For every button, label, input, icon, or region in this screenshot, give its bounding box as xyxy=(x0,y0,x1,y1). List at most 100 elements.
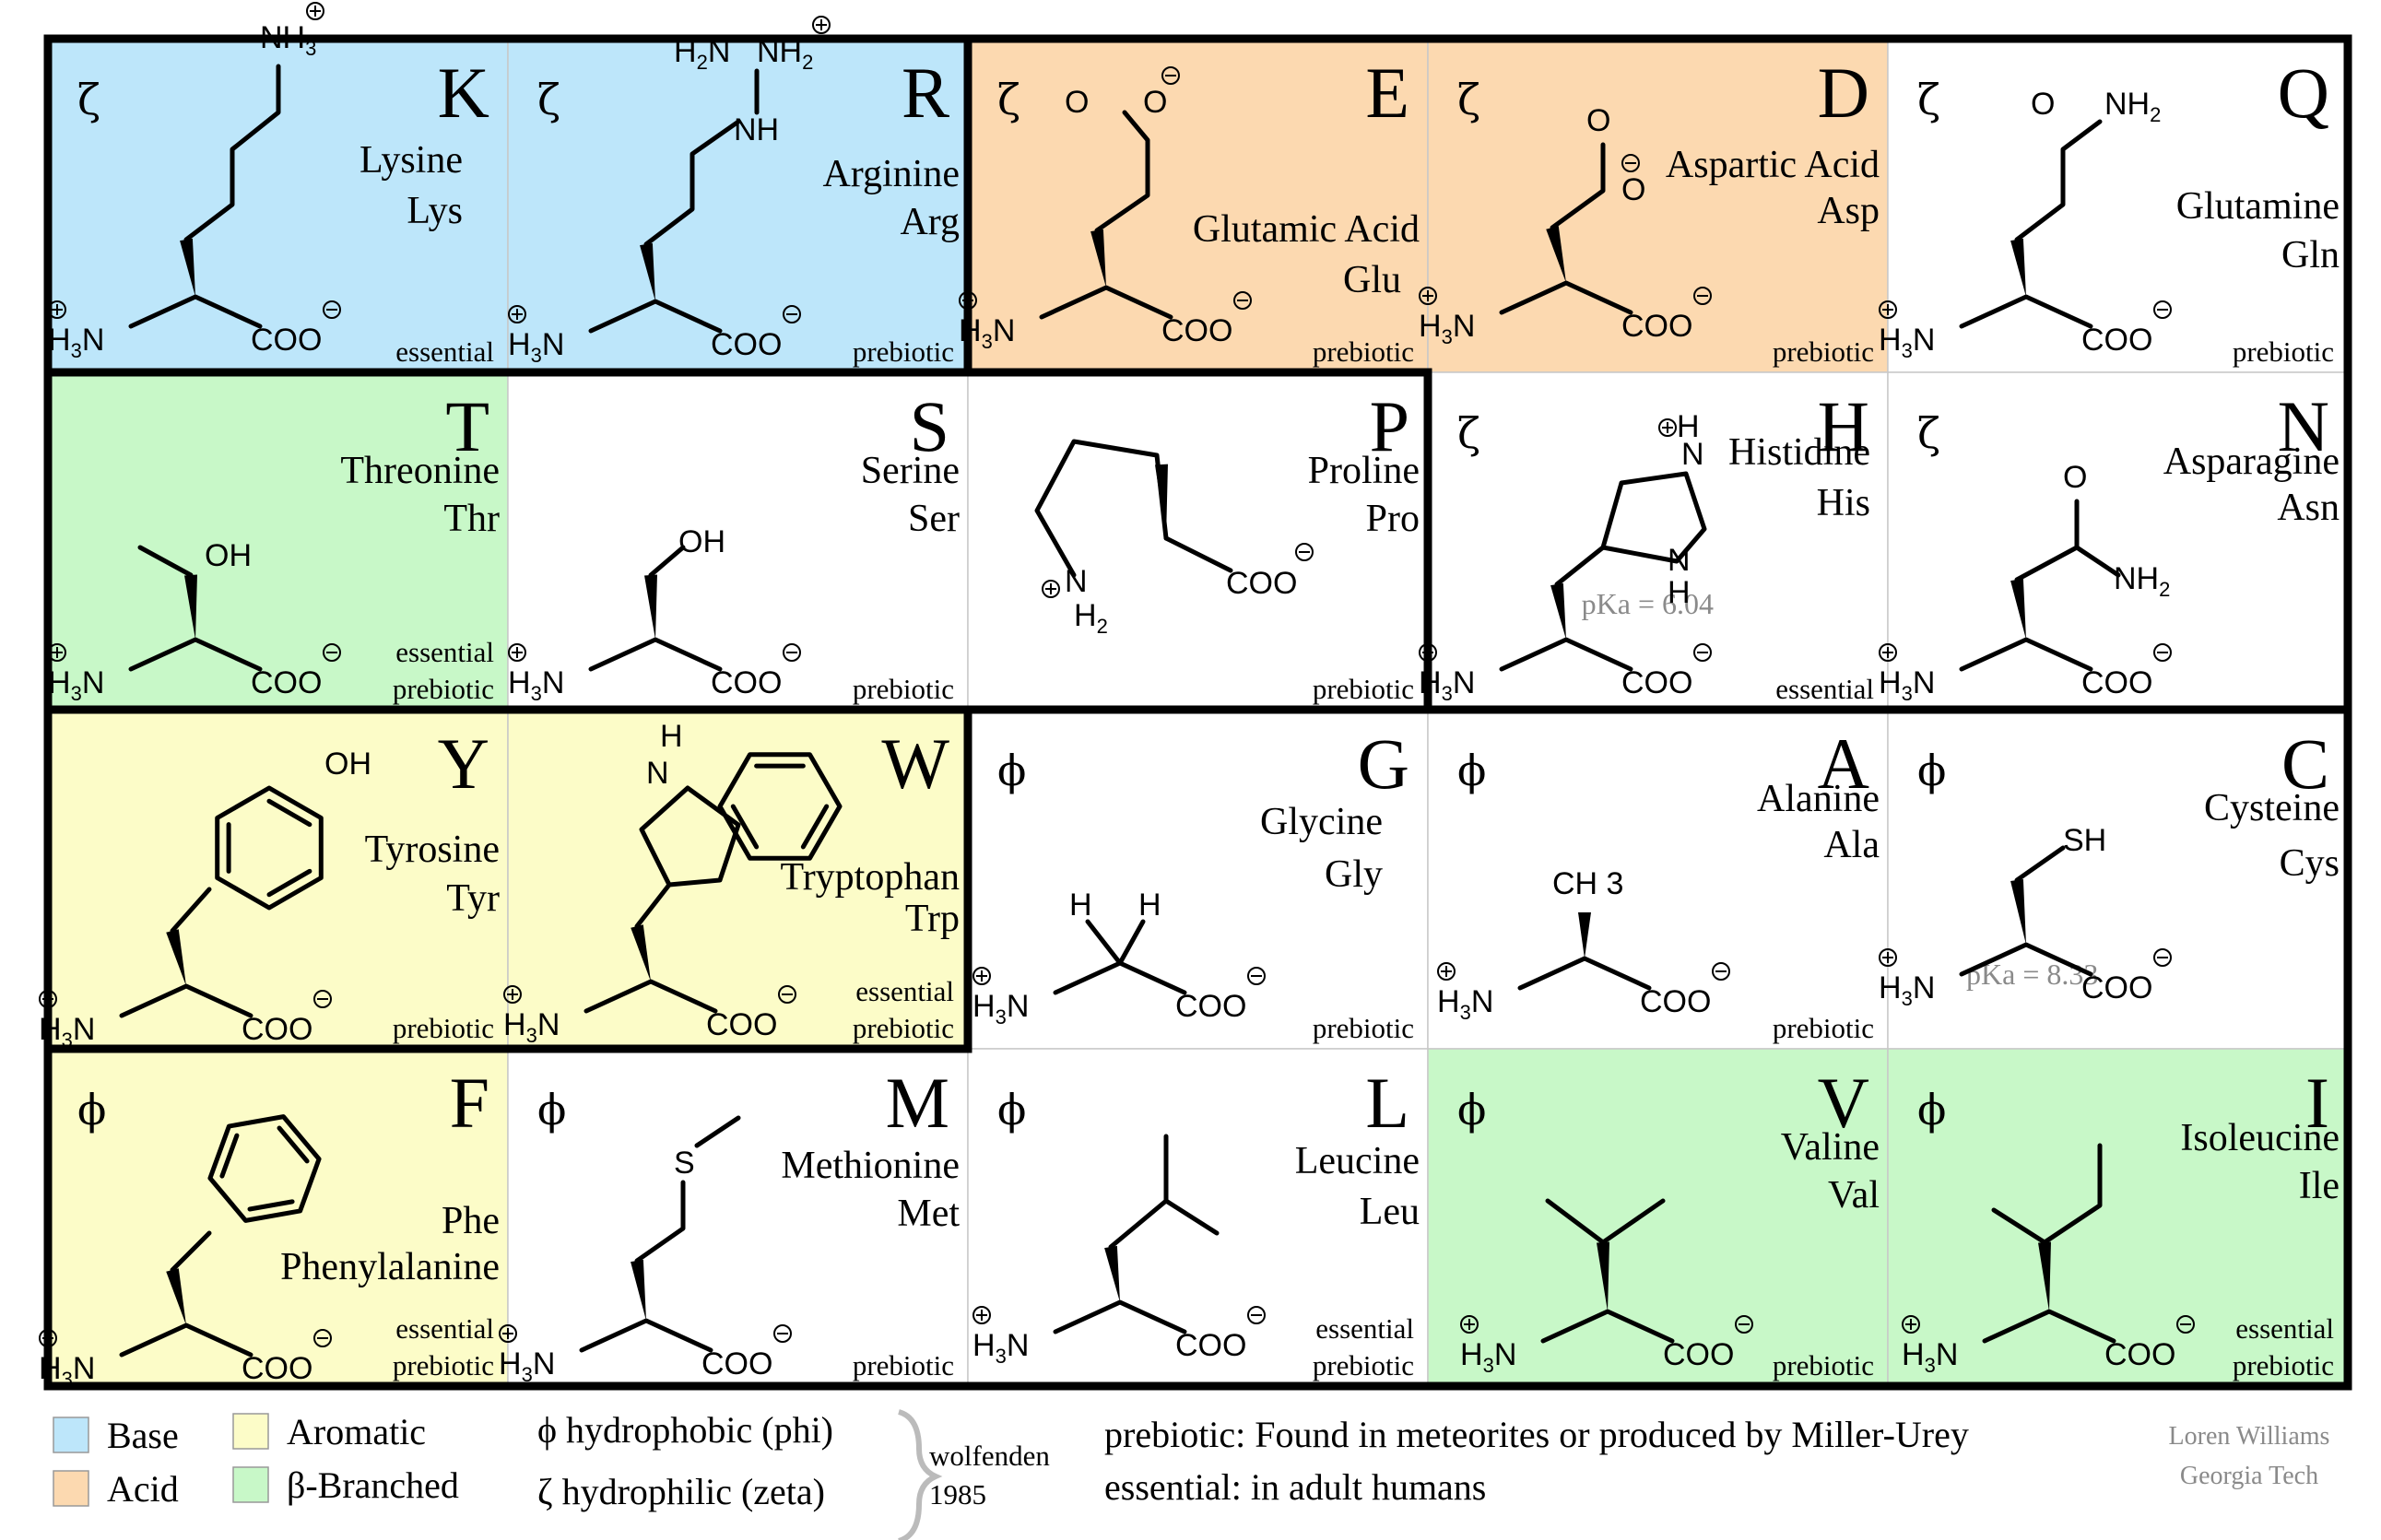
backbone-bond xyxy=(1163,535,1233,573)
double-bond xyxy=(247,1199,295,1212)
structure-I: H3N COO xyxy=(1902,1143,2195,1377)
three-letter-code: Pro xyxy=(1366,498,1420,540)
tag-essential: essential xyxy=(855,975,954,1007)
negative-charge-icon xyxy=(1735,1315,1753,1334)
one-letter-code: R xyxy=(902,53,949,133)
carboxylate-group: COO xyxy=(1226,566,1297,601)
negative-charge-icon xyxy=(313,1329,332,1347)
phenyl-ring xyxy=(207,1114,322,1223)
brace-icon xyxy=(897,1409,943,1540)
side-chain xyxy=(1991,1207,2047,1245)
positive-charge-icon xyxy=(1042,580,1060,598)
side-chain xyxy=(2014,119,2103,242)
negative-charge-icon xyxy=(773,1324,792,1343)
indole-pyrrole xyxy=(639,785,741,888)
one-letter-code: L xyxy=(1365,1063,1409,1143)
one-letter-code: M xyxy=(886,1063,949,1143)
full-name: Glutamine xyxy=(2176,185,2340,228)
double-bond xyxy=(266,798,312,828)
carboxylate-group: COO xyxy=(1621,309,1692,344)
tag-essential: essential xyxy=(1315,1312,1414,1345)
amine-group: H3N xyxy=(1902,1337,1958,1377)
thiol-group: SH xyxy=(2063,823,2106,858)
zeta-hydrophilic-symbol: ζ xyxy=(537,75,560,124)
carboxylate-group: COO xyxy=(1640,984,1711,1019)
carboxylate-group: COO xyxy=(2104,1337,2175,1372)
legend-swatch xyxy=(232,1413,269,1450)
phenol-ring xyxy=(215,785,324,911)
amine-group: H3N xyxy=(1879,665,1935,705)
three-letter-code: Ser xyxy=(908,498,960,540)
legend-swatch xyxy=(53,1417,89,1453)
credit-name: Loren Williams xyxy=(2169,1422,2330,1451)
legend-swatch xyxy=(232,1466,269,1503)
three-letter-code: Val xyxy=(1828,1174,1880,1217)
cell-background xyxy=(1887,38,2349,373)
positive-charge-icon xyxy=(1658,418,1677,437)
carboxylate-group: COO xyxy=(701,1346,772,1381)
tag-essential: essential xyxy=(2235,1312,2334,1345)
stereo-wedge-bond xyxy=(2010,578,2026,640)
amine-group: H3N xyxy=(1460,1337,1516,1377)
structure-V: H3N COO xyxy=(1460,1198,1753,1377)
carboxylate-group: COO xyxy=(706,1007,777,1042)
side-chain xyxy=(643,119,741,247)
phi-hydrophobic-symbol: ϕ xyxy=(1457,1085,1486,1134)
ring-hydrogen: H xyxy=(1677,409,1700,444)
tag-prebiotic: prebiotic xyxy=(1773,335,1874,368)
carboxylate-group: COO xyxy=(2081,665,2152,700)
one-letter-code: N xyxy=(2278,386,2329,466)
carboxylate-oxygen: O xyxy=(1621,172,1645,207)
tag-prebiotic: prebiotic xyxy=(1773,1012,1874,1044)
three-letter-code: Glu xyxy=(1343,259,1401,301)
phi-hydrophobic-symbol: ϕ xyxy=(1917,1085,1946,1134)
tag-prebiotic: prebiotic xyxy=(1313,1349,1414,1381)
carboxylate-group: COO xyxy=(2081,323,2152,358)
full-name: Histidine xyxy=(1728,431,1870,474)
side-chain xyxy=(1163,1198,1220,1236)
carboxylate-group: COO xyxy=(1175,1328,1246,1363)
side-chain xyxy=(1600,1198,1666,1245)
carbonyl-oxygen: O xyxy=(2063,460,2087,495)
side-chain xyxy=(170,887,212,934)
structure-P: NH2 COO xyxy=(1034,439,1314,638)
positive-charge-icon xyxy=(972,1306,991,1324)
positive-charge-icon xyxy=(1879,948,1897,967)
proline-border xyxy=(968,368,1432,710)
tag-essential: essential xyxy=(395,335,494,368)
three-letter-code: Lys xyxy=(407,190,463,232)
three-letter-code: Asp xyxy=(1817,190,1880,232)
negative-charge-icon xyxy=(778,985,796,1004)
zeta-hydrophilic-symbol: ζ xyxy=(1457,75,1480,124)
imidazole-ring xyxy=(1600,471,1707,564)
indole-benzene xyxy=(717,752,843,861)
carboxylate-group: COO xyxy=(1663,1337,1734,1372)
ring-nitrogen: N xyxy=(1065,564,1088,599)
tag-prebiotic: prebiotic xyxy=(853,1349,954,1381)
carboxylate-group: COO xyxy=(251,323,322,358)
ring-hydrogen: H2 xyxy=(1074,598,1108,638)
amine-group: H3N xyxy=(508,665,564,705)
zeta-legend: ζ hydrophilic (zeta) xyxy=(537,1471,825,1512)
legend-item-aromatic: Aromatic xyxy=(232,1411,426,1452)
three-letter-code: Gly xyxy=(1325,853,1383,896)
cell-background xyxy=(1887,371,2349,711)
hydroxyl-group: OH xyxy=(324,746,371,782)
side-chain xyxy=(2014,845,2066,883)
stereo-wedge-bond xyxy=(1155,464,1168,538)
one-letter-code: K xyxy=(438,53,489,133)
negative-charge-icon xyxy=(313,990,332,1008)
methyl-group: CH 3 xyxy=(1552,866,1623,901)
tag-prebiotic: prebiotic xyxy=(1313,335,1414,368)
stereo-wedge-bond xyxy=(2010,879,2026,945)
cell-background xyxy=(47,371,509,711)
